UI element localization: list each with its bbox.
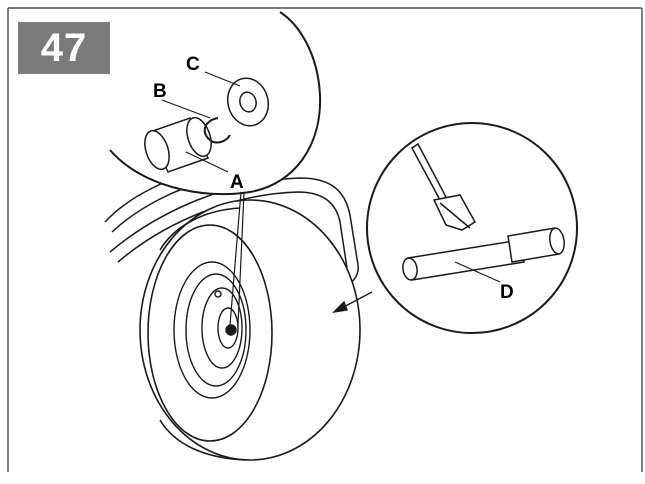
leader-line-b: [161, 99, 211, 119]
leader-line-a-detail: [185, 151, 229, 173]
leader-lines-a: [229, 191, 245, 326]
step-number-badge: 47: [18, 22, 110, 74]
bushing-part: [144, 116, 212, 173]
leader-line-c: [204, 71, 241, 87]
callout-c: C: [186, 54, 200, 75]
washer-part: [226, 77, 270, 127]
callout-d: D: [500, 282, 514, 303]
callout-b: B: [153, 81, 167, 102]
callout-a: A: [230, 172, 244, 193]
leader-line-d: [454, 261, 501, 283]
detail-pointer-arrow: [331, 291, 373, 314]
figure-border: [7, 7, 643, 472]
grease-gun-icon: [411, 142, 477, 231]
wheel-hub: [173, 261, 251, 399]
axle-shaft: [402, 227, 565, 281]
detail-circle-lubrication: [366, 122, 578, 334]
detail-circle-parts: [109, 11, 322, 196]
retaining-clip: [203, 117, 231, 144]
tractor-fender: [104, 169, 359, 291]
